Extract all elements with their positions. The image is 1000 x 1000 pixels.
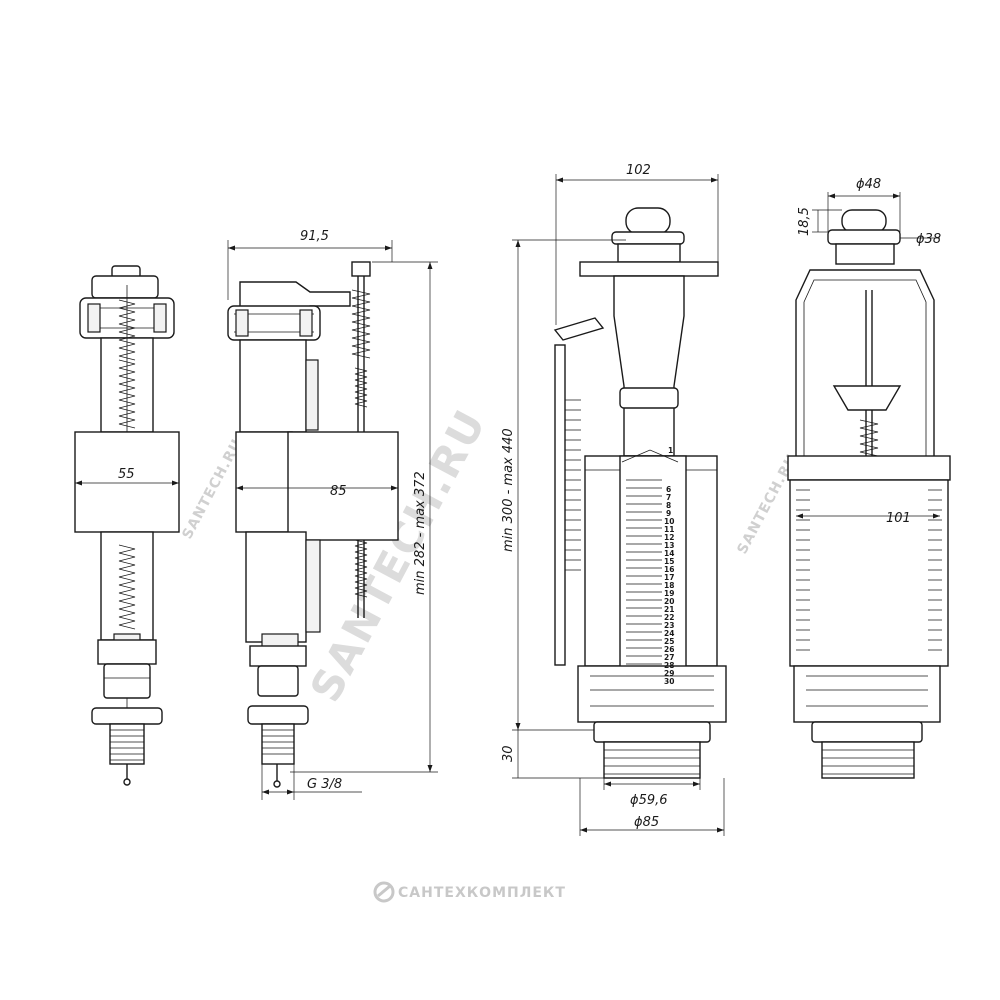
- drain-valve-section-view: [787, 192, 951, 779]
- dim-drain-button-38: ϕ38: [916, 232, 941, 247]
- dim-drain-button-48: ϕ48: [856, 177, 881, 192]
- scale-label: 30: [664, 677, 674, 686]
- scale-label: 1: [668, 446, 673, 455]
- scale-label: 13: [664, 541, 674, 550]
- scale-label: 27: [664, 653, 674, 662]
- santech-logo-icon: [373, 881, 395, 903]
- scale-label: 19: [664, 589, 674, 598]
- scale-label: 12: [664, 533, 674, 542]
- dim-valve-55: 55: [118, 467, 135, 482]
- fill-valve-front-view: [74, 265, 180, 786]
- scale-label: 24: [664, 629, 674, 638]
- dim-drain-59-6: ϕ59,6: [630, 793, 668, 808]
- footer-brand: САНТЕХКОМПЛЕКТ: [373, 881, 566, 903]
- dim-drain-height: min 300 - max 440: [501, 428, 516, 552]
- dim-drain-101: 101: [886, 511, 911, 526]
- scale-label: 6: [666, 485, 671, 494]
- dim-valve-91-5: 91,5: [300, 229, 329, 244]
- scale-label: 26: [664, 645, 674, 654]
- scale-label: 23: [664, 621, 674, 630]
- dim-drain-button-18-5: 18,5: [797, 207, 812, 236]
- scale-label: 22: [664, 613, 674, 622]
- scale-label: 25: [664, 637, 674, 646]
- scale-label: 11: [664, 525, 674, 534]
- scale-label: 16: [664, 565, 674, 574]
- scale-label: 10: [664, 517, 674, 526]
- dim-drain-102: 102: [626, 163, 651, 178]
- brand-name: САНТЕХКОМПЛЕКТ: [398, 885, 566, 901]
- scale-label: 29: [664, 669, 674, 678]
- dim-drain-85: ϕ85: [634, 815, 659, 830]
- scale-label: 15: [664, 557, 674, 566]
- scale-label: 21: [664, 605, 674, 614]
- dim-drain-30: 30: [501, 745, 516, 762]
- drain-valve-front-view: [512, 174, 727, 836]
- scale-label: 28: [664, 661, 674, 670]
- scale-label: 17: [664, 573, 674, 582]
- dim-valve-thread: G 3/8: [307, 777, 342, 792]
- scale-label: 8: [666, 501, 671, 510]
- scale-label: 14: [664, 549, 674, 558]
- scale-label: 7: [666, 493, 671, 502]
- scale-label: 20: [664, 597, 674, 606]
- scale-label: 18: [664, 581, 674, 590]
- dim-valve-85: 85: [330, 484, 347, 499]
- scale-label: 9: [666, 509, 671, 518]
- fill-valve-side-view: [227, 240, 438, 800]
- dim-valve-height: min 282 - max 372: [413, 471, 428, 595]
- drain-scale-labels: 1 6 7 8 9 10 11 12 13 14 15 16 17 18 19 …: [664, 446, 674, 686]
